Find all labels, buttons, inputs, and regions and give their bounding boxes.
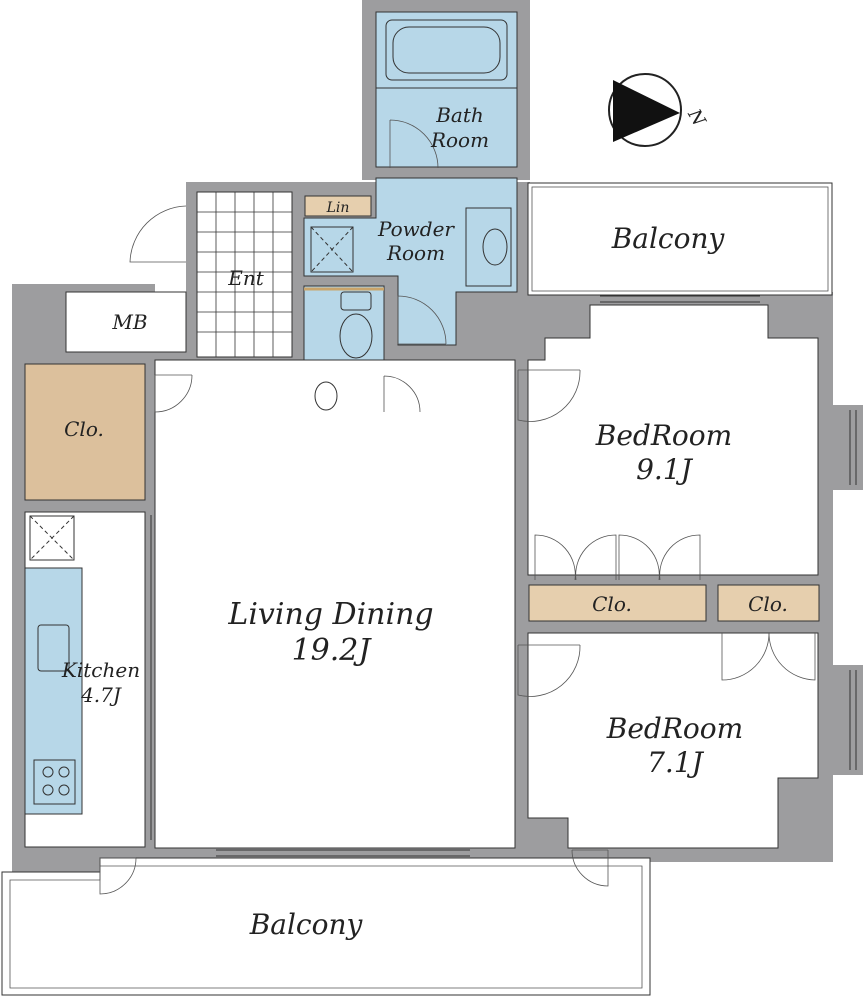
washbasin-icon — [465, 207, 512, 287]
kitchen-label: Kitchen — [61, 658, 140, 682]
powder-room-label-1: Powder — [377, 217, 455, 241]
bedroom1-closet-label: Clo. — [592, 592, 632, 616]
powder-door-icon — [397, 295, 447, 345]
bedroom2-closet-doors — [721, 632, 816, 681]
kitchen-size-label: 4.7J — [80, 683, 122, 707]
powder-room-label-2: Room — [386, 241, 445, 265]
entrance-label: Ent — [227, 266, 264, 290]
living-dining-label: Living Dining — [227, 597, 433, 632]
toilet-icon — [314, 291, 373, 411]
kitchen-door-icon — [99, 857, 137, 895]
balcony-top-label: Balcony — [611, 222, 726, 255]
north-arrow-icon: N — [608, 73, 710, 147]
windows — [144, 295, 857, 857]
linen-label: Lin — [326, 200, 350, 216]
meter-box-label: MB — [111, 310, 147, 334]
toilet-door-icon — [383, 375, 421, 413]
fridge-space-icon — [29, 515, 75, 561]
bath-room-label-2: Room — [430, 128, 489, 152]
floors — [1, 11, 833, 996]
bedroom1-label: BedRoom — [595, 419, 732, 452]
bedroom1-size-label: 9.1J — [636, 453, 694, 486]
bedroom2-closet-label: Clo. — [748, 592, 788, 616]
bedroom2-balcony-door-icon — [571, 849, 609, 887]
closet-left-label: Clo. — [64, 417, 104, 441]
bedroom2-label: BedRoom — [606, 712, 743, 745]
bedroom1-door-icon — [517, 369, 581, 422]
bedroom1-closet-doors — [534, 534, 701, 581]
entrance-tiles — [197, 192, 292, 357]
stove-icon — [33, 759, 76, 805]
living-dining-size-label: 19.2J — [292, 633, 373, 668]
bathtub-icon — [385, 19, 508, 81]
entrance-door-icon — [129, 205, 187, 263]
fixtures — [29, 19, 857, 895]
balcony-bottom-label: Balcony — [249, 908, 364, 941]
closet-door-icon — [154, 374, 193, 413]
bedroom2-size-label: 7.1J — [647, 746, 705, 779]
compass-north-label: N — [683, 105, 710, 131]
bedroom2-door-icon — [517, 644, 581, 697]
sink-icon — [37, 624, 70, 672]
room-labels: Bath Room Powder Room Lin Ent MB Clo. Ki… — [61, 103, 788, 941]
washer-pan-icon — [310, 226, 354, 273]
bath-door-icon — [389, 119, 439, 169]
bath-room-label-1: Bath — [435, 103, 484, 127]
